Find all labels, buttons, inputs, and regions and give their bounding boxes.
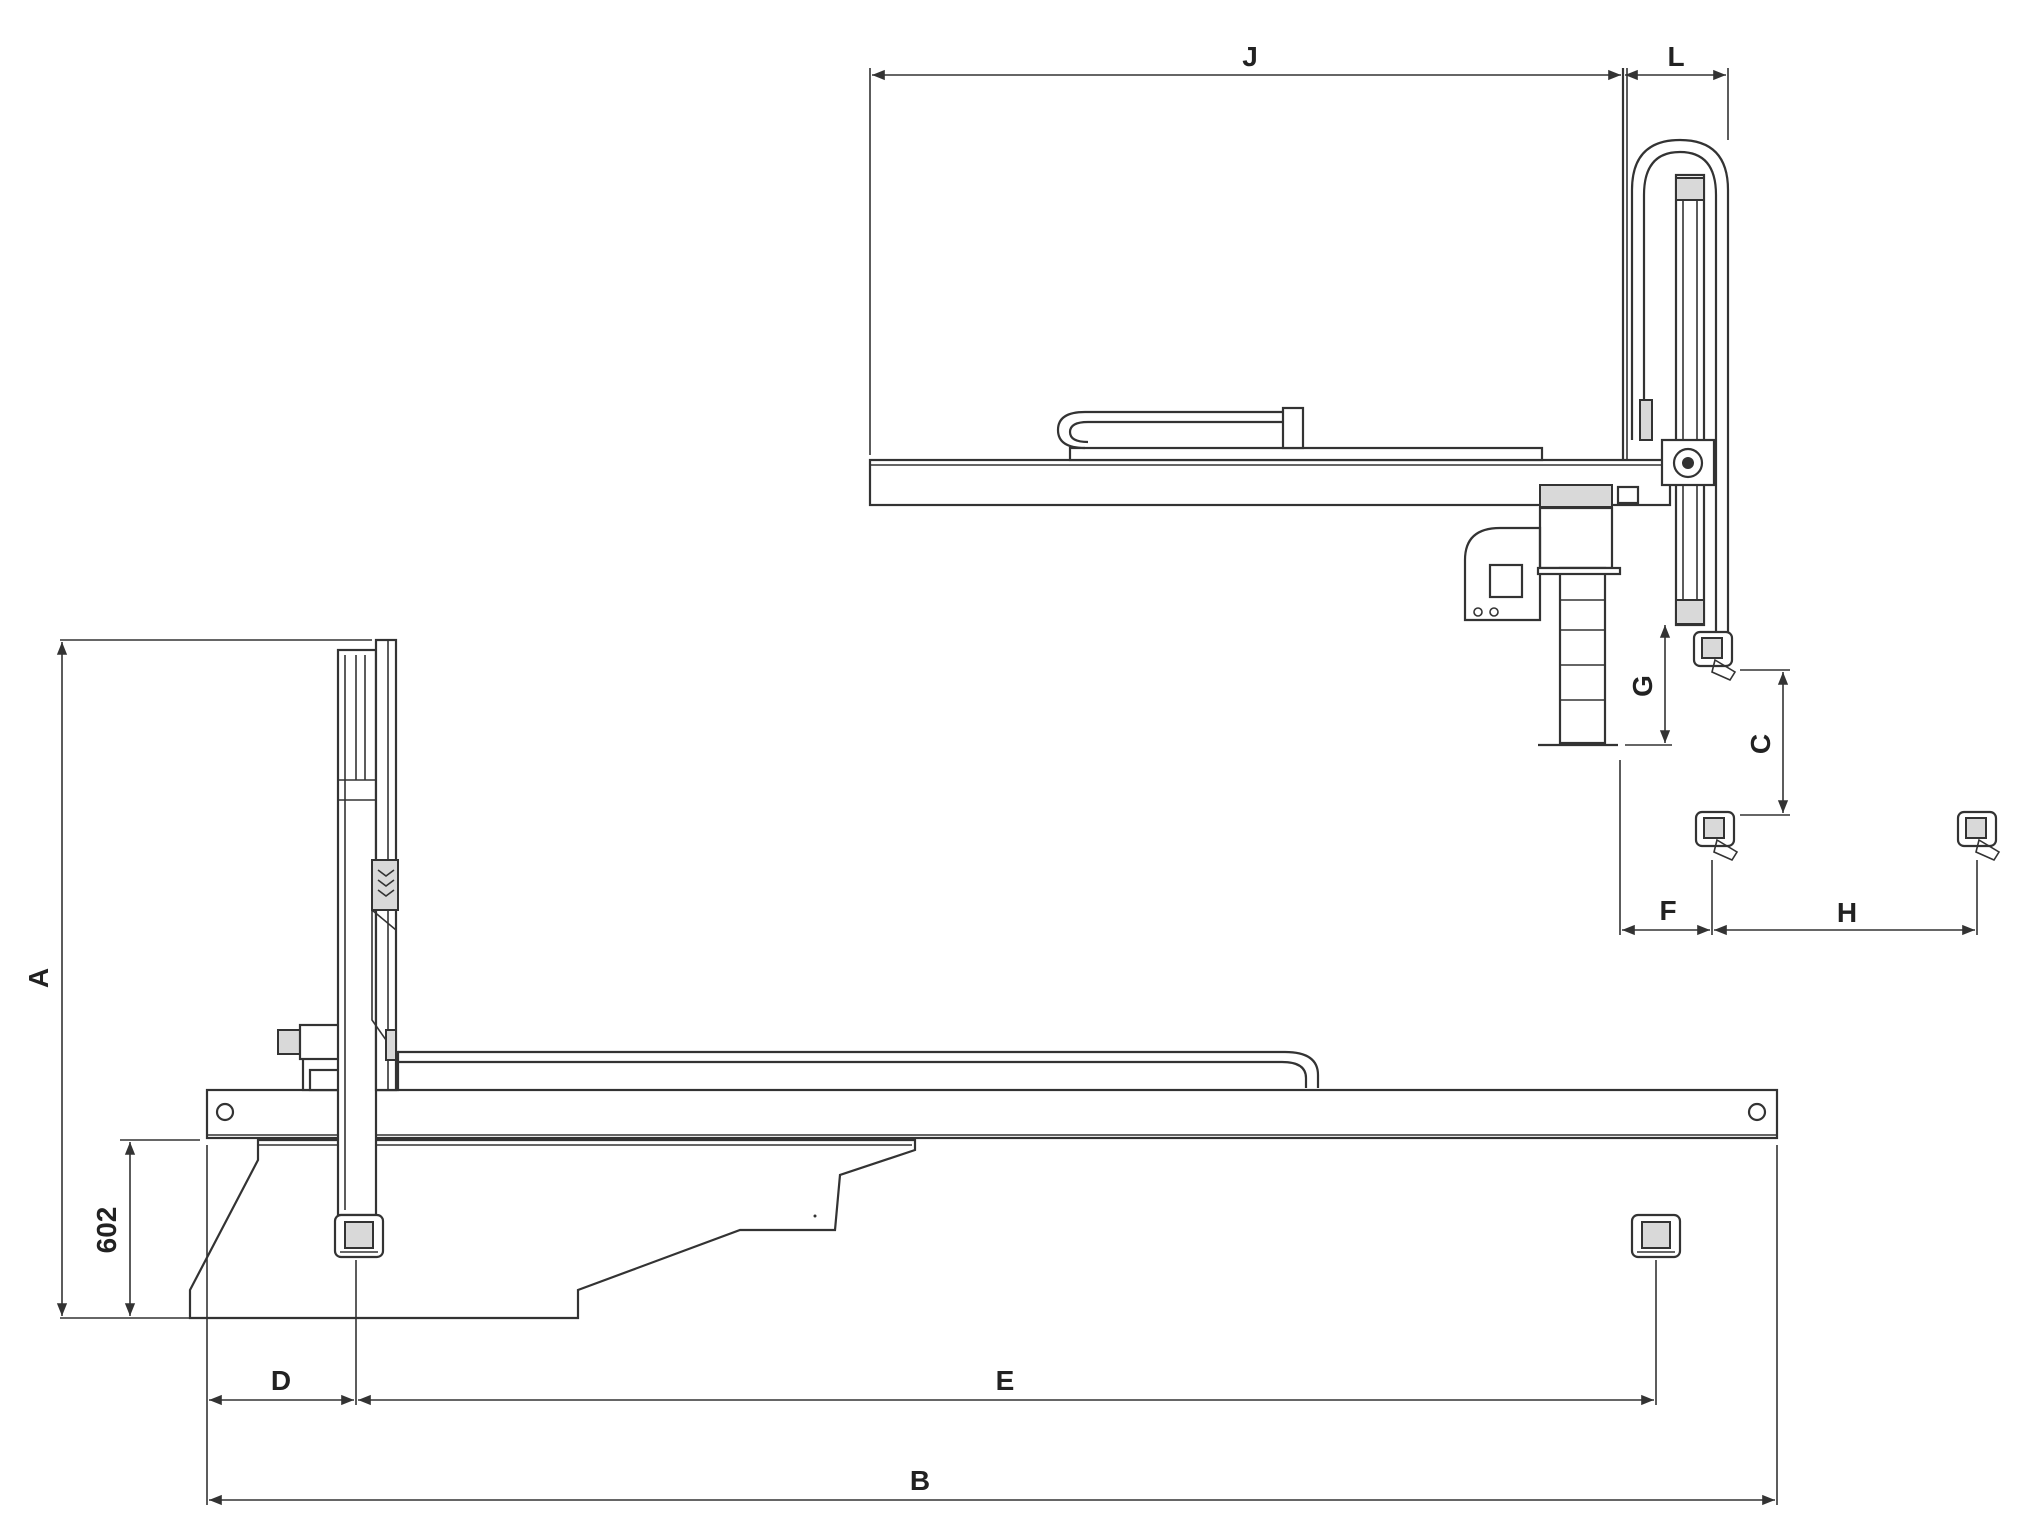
gripper-top xyxy=(1692,630,1737,682)
side-view: J L G C F H xyxy=(868,41,2001,936)
guide-block xyxy=(371,859,399,911)
gripper-mid xyxy=(1694,810,1739,862)
label-F: F xyxy=(1659,895,1676,926)
label-H: H xyxy=(1837,897,1857,928)
label-E: E xyxy=(996,1365,1015,1396)
label-C: C xyxy=(1745,734,1776,754)
label-D: D xyxy=(271,1365,291,1396)
side-vertical-arm xyxy=(1674,173,1706,627)
control-display xyxy=(1488,563,1524,599)
label-J: J xyxy=(1242,41,1258,72)
gripper-front xyxy=(333,1213,385,1259)
gripper-right xyxy=(1956,810,2001,862)
base-plate xyxy=(188,1138,917,1320)
pivot-icon xyxy=(1672,447,1704,479)
main-beam xyxy=(205,1088,1779,1140)
vertical-arm xyxy=(336,648,378,1217)
side-cable-chain xyxy=(1056,410,1300,450)
label-A: A xyxy=(23,968,54,988)
beam-hole-right xyxy=(1747,1102,1767,1122)
side-beam xyxy=(868,458,1672,507)
cable-chain xyxy=(398,1050,1320,1088)
gripper-far xyxy=(1630,1213,1682,1259)
beam-hole-left xyxy=(215,1102,235,1122)
front-view: A 602 D E B xyxy=(23,638,1779,1506)
label-602: 602 xyxy=(91,1207,122,1254)
label-G: G xyxy=(1627,675,1658,697)
label-B: B xyxy=(910,1465,930,1496)
label-L: L xyxy=(1667,41,1684,72)
